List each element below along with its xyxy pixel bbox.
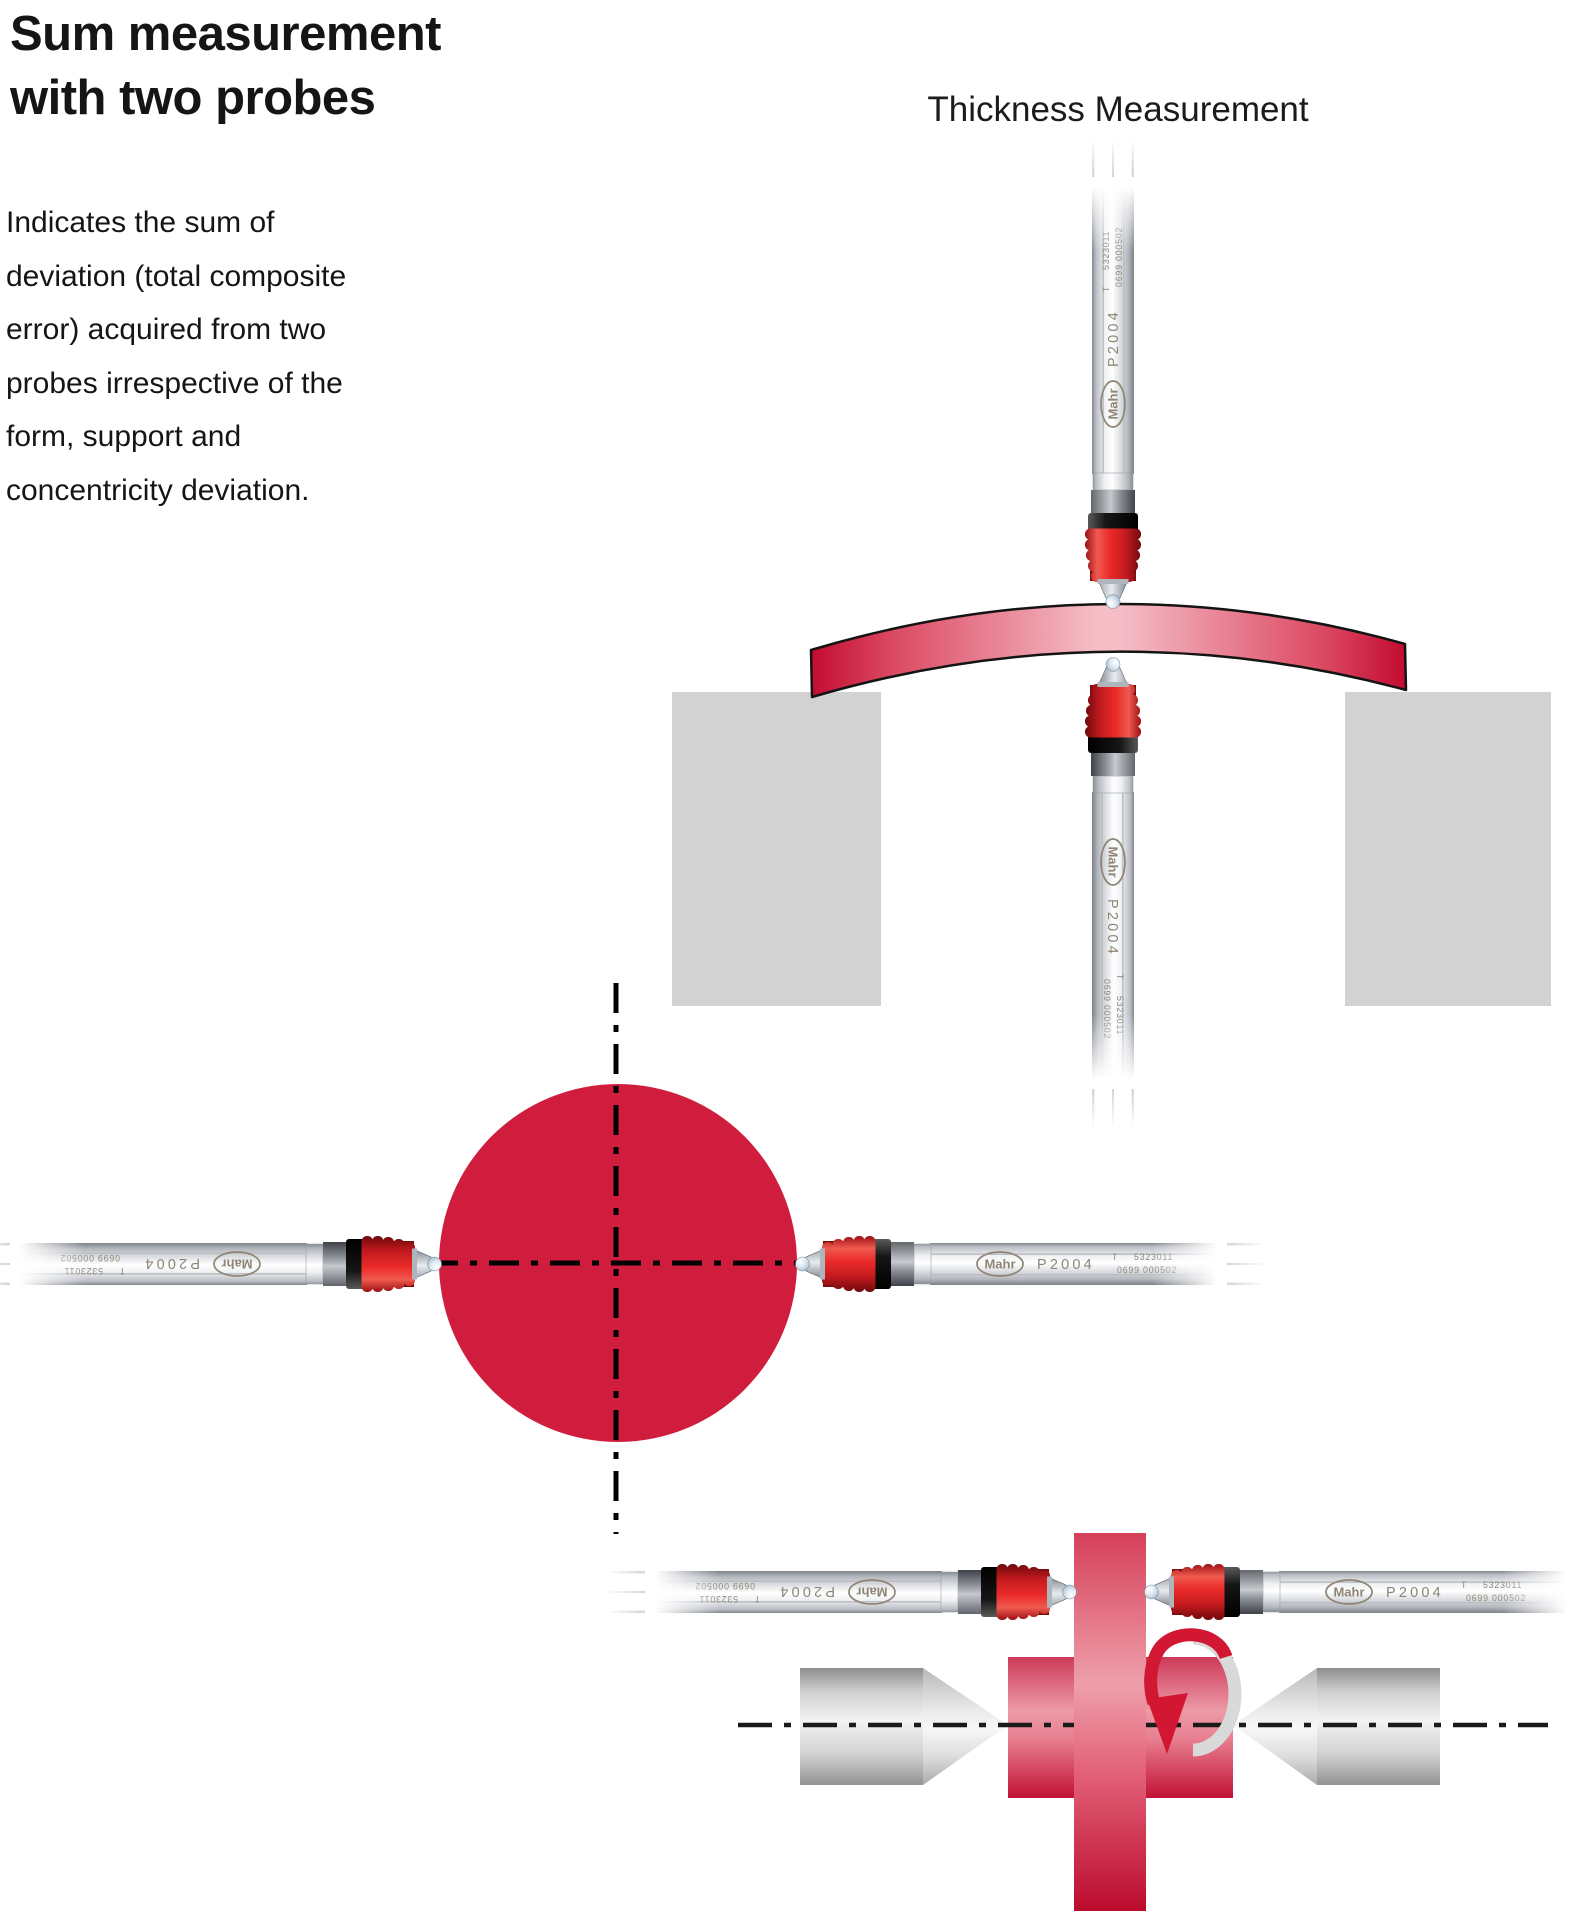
page-title-line1: Sum measurement [10,7,441,61]
description-line: deviation (total composite [6,259,347,293]
thickness-measurement-diagram [672,138,1551,1128]
description-line: form, support and [6,420,242,453]
probe-right [1143,1563,1574,1621]
probe-left [0,1235,443,1293]
thickness-measurement-label: Thickness Measurement [927,90,1309,129]
curved-workpiece-strip [809,602,1408,699]
page-title-line2: with two probes [10,71,376,125]
workpiece-disc [1074,1533,1146,1911]
description-line: error) acquired from two [6,313,327,346]
rotation-arrow-curve [1144,1628,1233,1706]
rotation-arrow-head [1147,1693,1188,1754]
description-line: concentricity deviation. [6,473,310,507]
probe-top [1084,138,1142,610]
page-title: Sum measurement with two probes [10,2,441,130]
support-block-left [672,692,881,1006]
description-line: probes irrespective of the [6,366,343,400]
diameter-measurement-diagram [0,983,1266,1534]
runout-measurement-diagram [606,1533,1574,1911]
probe-right [794,1235,1266,1293]
description-line: Indicates the sum of [6,206,275,239]
support-block-right [1345,692,1551,1006]
description-text: Indicates the sum of deviation (total co… [6,196,346,517]
probe-bottom [1084,656,1142,1128]
probe-left [606,1563,1078,1621]
